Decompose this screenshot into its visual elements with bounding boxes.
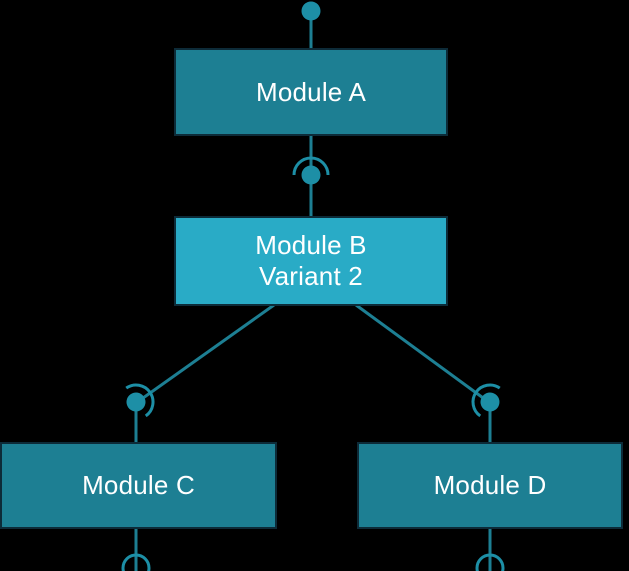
module-node-b-label: Module B Variant 2 bbox=[255, 230, 367, 291]
port-module-d-outlet-icon[interactable] bbox=[475, 553, 505, 571]
module-node-d-label: Module D bbox=[433, 470, 547, 501]
edge-module-b-to-module-c bbox=[135, 303, 275, 405]
socket-knob-icon bbox=[480, 392, 500, 412]
socket-port-module-a-to-b[interactable] bbox=[292, 156, 330, 185]
port-module-c-outlet-icon[interactable] bbox=[121, 553, 151, 571]
outlet-port-group bbox=[121, 553, 505, 571]
module-node-c-label: Module C bbox=[82, 470, 195, 501]
module-node-a-label: Module A bbox=[255, 76, 366, 107]
module-node-c[interactable]: Module C bbox=[0, 442, 277, 529]
socket-arc-icon bbox=[125, 383, 155, 418]
socket-port-module-b-to-d[interactable] bbox=[466, 378, 507, 421]
socket-arc-icon bbox=[471, 383, 501, 418]
socket-arc-icon bbox=[292, 156, 330, 176]
module-node-d[interactable]: Module D bbox=[357, 442, 623, 529]
module-node-b[interactable]: Module B Variant 2 bbox=[174, 216, 448, 306]
socket-port-module-b-to-c[interactable] bbox=[118, 378, 159, 421]
socket-knob-icon bbox=[126, 392, 146, 412]
socket-knob-icon bbox=[301, 165, 321, 185]
port-top-inlet-icon[interactable] bbox=[301, 1, 321, 21]
edge-module-b-to-module-d bbox=[355, 303, 491, 405]
module-node-a[interactable]: Module A bbox=[174, 48, 448, 136]
